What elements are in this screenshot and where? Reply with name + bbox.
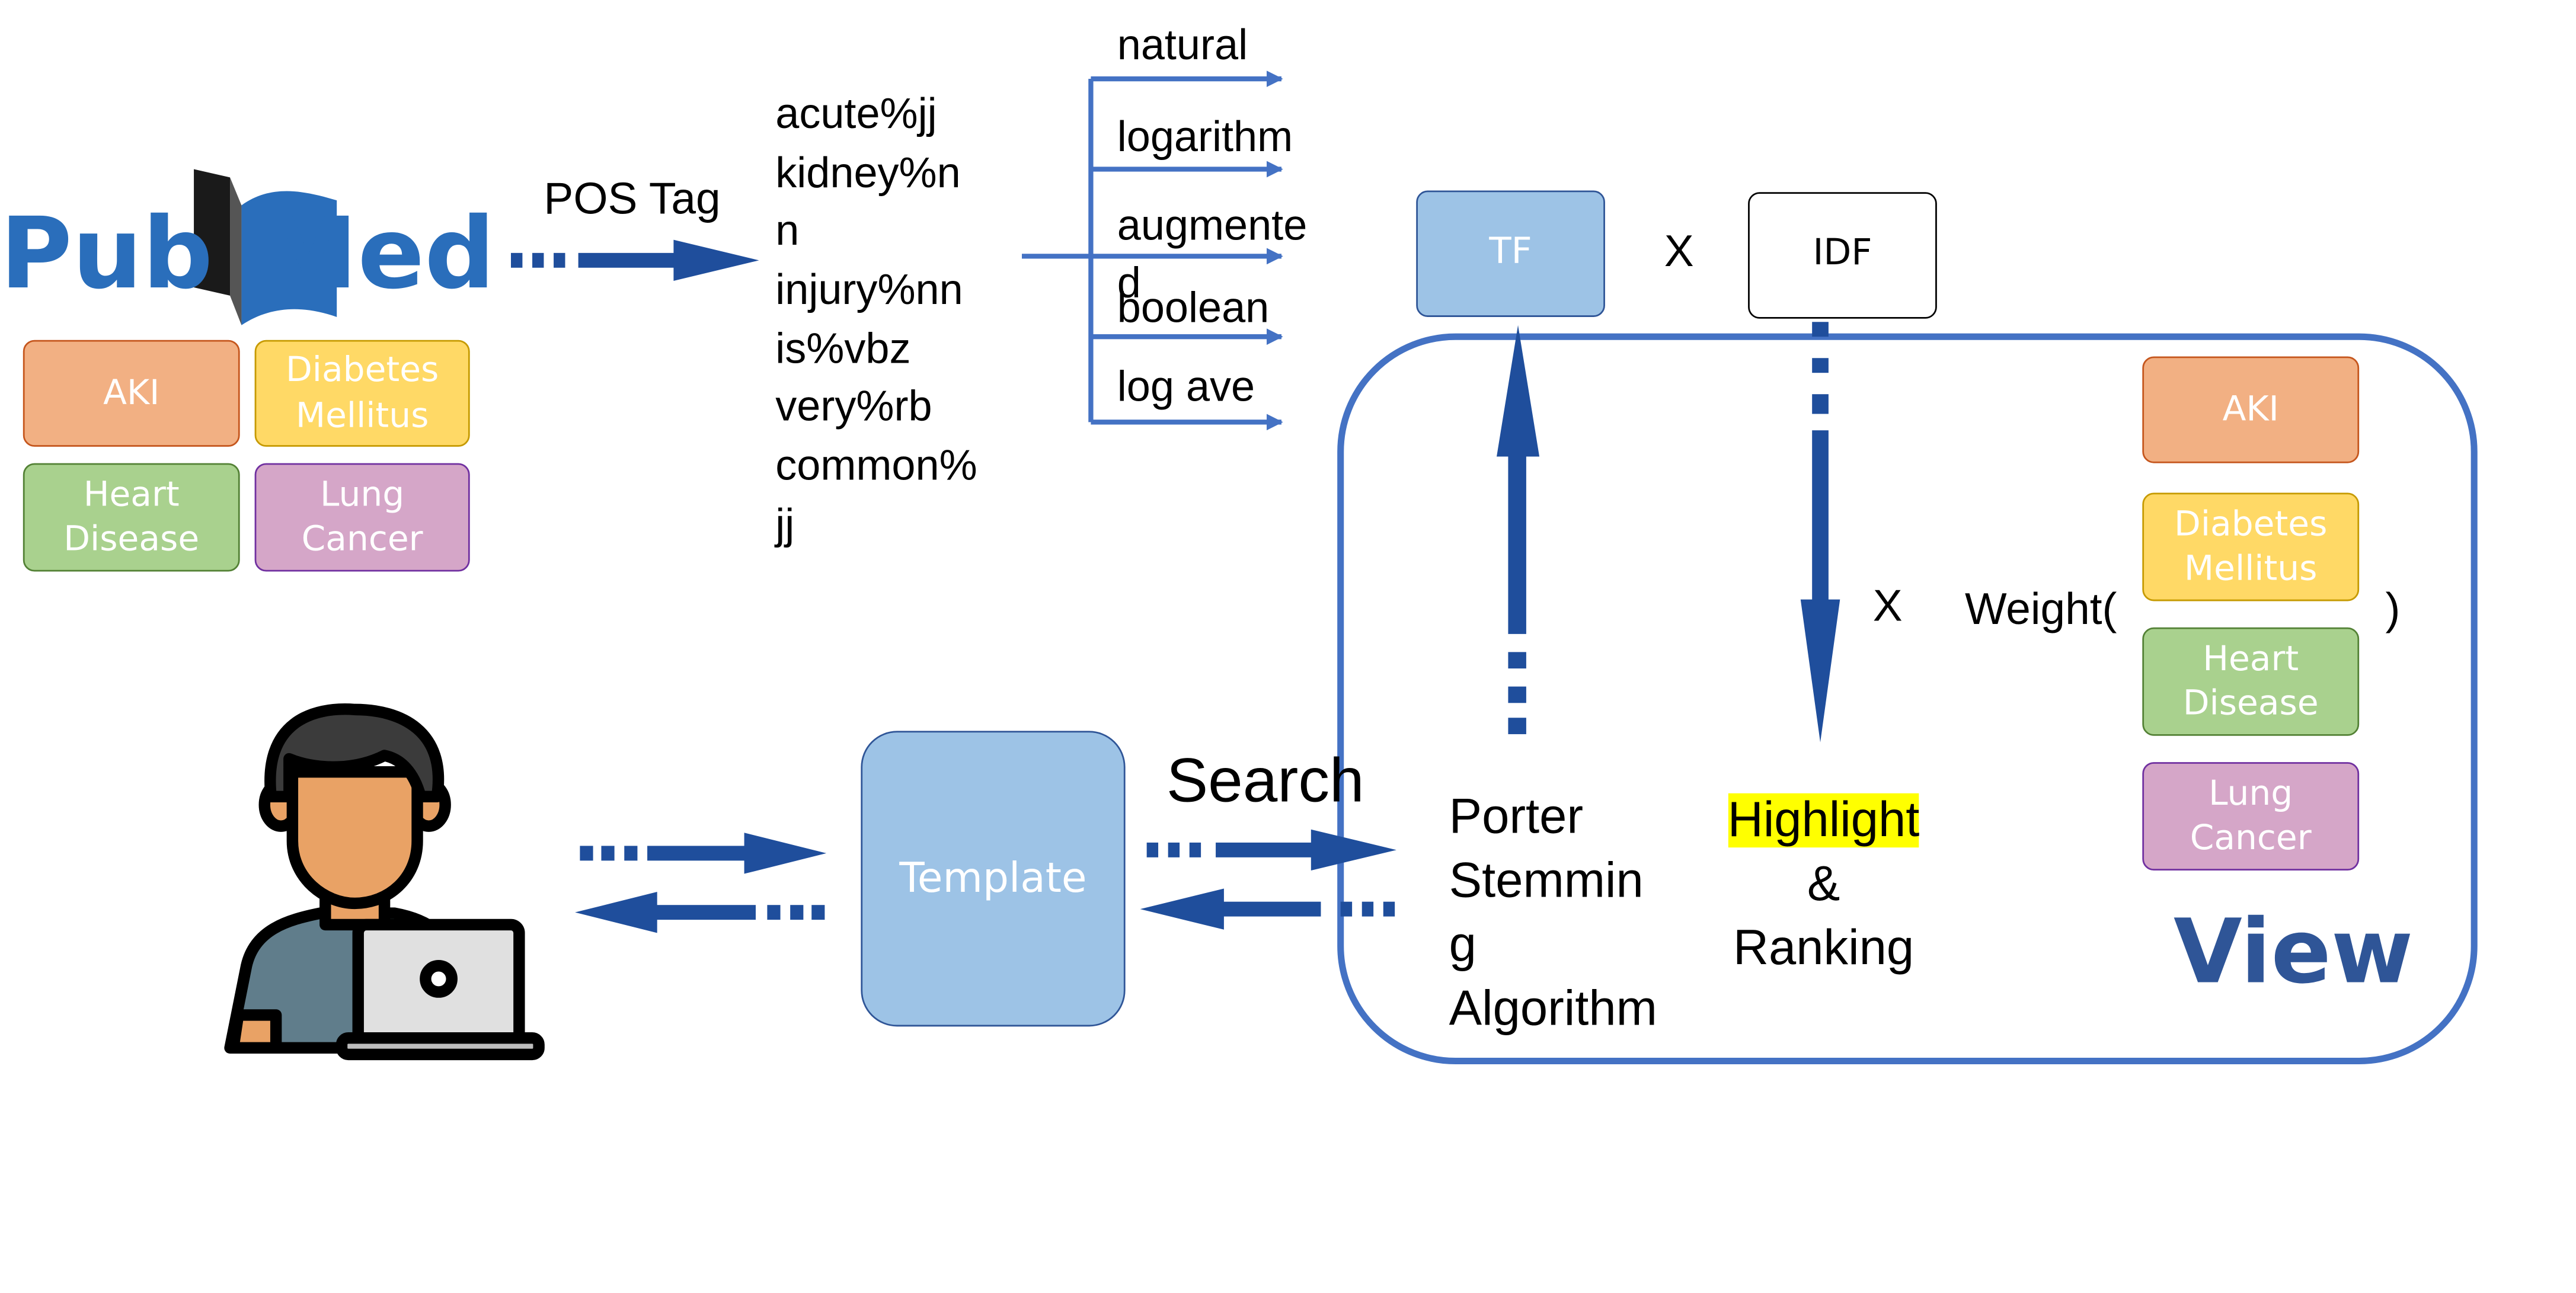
pos-token: acute%jj: [775, 88, 937, 138]
idf-box: IDF: [1748, 192, 1937, 319]
tf-box: TF: [1416, 190, 1605, 317]
porter-stemming-label: Porter Stemmin g Algorithm: [1449, 785, 1657, 1041]
source-category-diabetes: Diabetes Mellitus: [254, 340, 470, 447]
pubmed-logo-med: Med: [259, 197, 496, 312]
weighting-term-natural: natural: [1117, 20, 1248, 69]
pos-token: kidney%n: [775, 147, 961, 197]
pos-token-list: acute%jj kidney%n n injury%nn is%vbz ver…: [775, 85, 977, 554]
pos-token: injury%nn: [775, 264, 963, 314]
pubmed-logo-pub: Pub: [0, 197, 213, 312]
pubmed-book-icon: [194, 169, 337, 325]
weight-category-label: AKI: [2222, 389, 2279, 428]
pos-tag-label: POS Tag: [544, 174, 721, 223]
stemming-line: Algorithm: [1449, 982, 1657, 1036]
template-to-user-arrow: [575, 892, 825, 933]
stemming-line: Porter: [1449, 790, 1584, 844]
weight-prefix: Weight(: [1964, 584, 2117, 634]
highlight-ranking-label: Highlight & Ranking: [1709, 788, 1939, 980]
highlight-text: Highlight: [1727, 793, 1920, 848]
source-category-label: AKI: [103, 372, 160, 412]
pos-token: very%rb: [775, 382, 932, 431]
weight-times: X: [1872, 581, 1903, 631]
template-label: Template: [899, 853, 1087, 901]
weight-category-diabetes: Diabetes Mellitus: [2142, 492, 2360, 601]
pos-token: jj: [775, 499, 795, 549]
user-laptop-icon: [224, 703, 545, 1061]
weighting-term-boolean: boolean: [1117, 282, 1270, 332]
pos-token: is%vbz: [775, 323, 911, 373]
pos-token: common%: [775, 440, 977, 490]
weight-category-heart-disease: Heart Disease: [2142, 627, 2360, 736]
source-category-label: Lung Cancer: [301, 474, 423, 559]
weight-category-label: Heart Disease: [2182, 638, 2319, 723]
view-label: View: [2173, 900, 2414, 1004]
source-category-aki: AKI: [23, 340, 240, 447]
template-box: Template: [861, 731, 1126, 1027]
weight-suffix: ): [2385, 584, 2401, 634]
source-category-heart-disease: Heart Disease: [23, 463, 240, 572]
source-category-lung-cancer: Lung Cancer: [254, 463, 470, 572]
tf-label: TF: [1489, 232, 1532, 273]
weight-category-lung-cancer: Lung Cancer: [2142, 762, 2360, 871]
user-to-template-arrow: [580, 833, 827, 874]
weighting-term-logarithm: logarithm: [1117, 111, 1293, 161]
tf-idf-times: X: [1664, 226, 1694, 276]
stemming-line: g: [1449, 918, 1476, 972]
weight-category-aki: AKI: [2142, 356, 2360, 463]
pos-token: n: [775, 206, 800, 255]
view-to-template-arrow: [1140, 888, 1395, 930]
weighting-term-augmented: augmente: [1117, 200, 1308, 250]
view-container: [1337, 333, 2478, 1065]
weighting-branch-lines: [1021, 71, 1283, 431]
ampersand-text: &: [1807, 857, 1840, 912]
pubmed-to-pos-arrow: [510, 239, 759, 281]
idf-to-ranking-arrow: [1800, 322, 1840, 742]
ranking-text: Ranking: [1733, 921, 1915, 976]
search-label: Search: [1166, 747, 1364, 817]
stemming-line: Stemmin: [1449, 854, 1644, 908]
weighting-term-log-ave: log ave: [1117, 361, 1255, 411]
weight-category-label: Lung Cancer: [2190, 773, 2312, 857]
source-category-label: Heart Disease: [63, 474, 200, 559]
pubmed-logo: Pub Med: [0, 197, 496, 312]
weight-category-label: Diabetes Mellitus: [2174, 504, 2328, 588]
idf-label: IDF: [1813, 233, 1872, 275]
stemming-to-tf-arrow: [1497, 325, 1540, 734]
weighting-term-augmented-d: d: [1117, 258, 1141, 308]
template-to-view-arrow: [1146, 829, 1396, 871]
source-category-label: Diabetes Mellitus: [285, 350, 439, 435]
